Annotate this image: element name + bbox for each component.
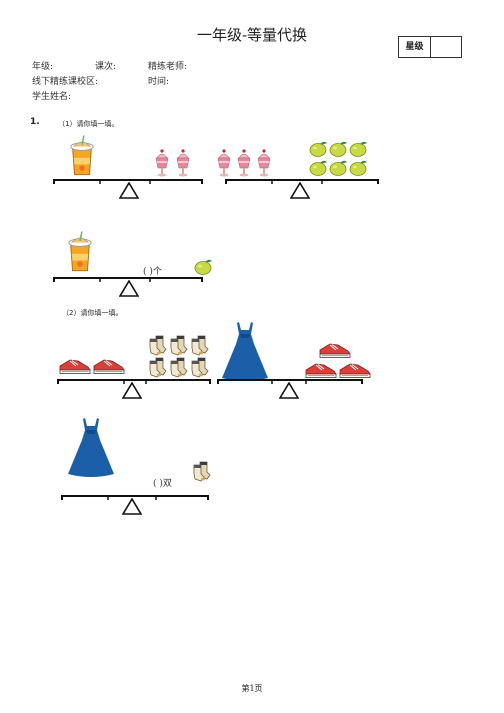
balance-scale-5 — [217, 322, 371, 399]
scale-fulcrum-icon — [119, 182, 139, 199]
blue-dress-icon — [222, 322, 268, 381]
sundae-cup-icon — [155, 148, 169, 178]
lesson-label: 课次: — [95, 62, 117, 72]
sock-pair-icon — [149, 357, 167, 378]
grade-label: 年级: — [32, 62, 54, 72]
scale-fulcrum-icon — [119, 280, 139, 297]
student-name-label: 学生姓名: — [32, 92, 72, 102]
page-number: 第1页 — [241, 684, 263, 693]
sneaker-icon — [305, 363, 337, 378]
part2-instruction: （2）请你填一填。 — [62, 309, 123, 317]
sock-pair-icon — [191, 335, 209, 356]
juice-cup-icon — [68, 230, 92, 272]
sundae-cup-icon — [237, 148, 251, 178]
part1-instruction: （1）请你填一填。 — [58, 120, 119, 128]
juice-cup-icon — [70, 134, 94, 176]
score-label: 星级 — [399, 37, 431, 57]
blue-dress-icon — [68, 418, 114, 477]
balance-scale-1 — [53, 134, 203, 199]
lemon-icon — [309, 160, 328, 176]
score-box: 星级 — [398, 36, 462, 58]
lemon-icon — [194, 259, 213, 275]
balance-scale-3 — [53, 230, 213, 297]
balance-scale-6 — [61, 418, 211, 515]
lemon-icon — [329, 160, 348, 176]
lemon-icon — [329, 141, 348, 157]
scale-fulcrum-icon — [279, 382, 299, 399]
sundae-cup-icon — [176, 148, 190, 178]
sock-pair-icon — [193, 461, 211, 482]
part1-answer-blank[interactable]: ( )个 — [143, 267, 162, 277]
sock-pair-icon — [170, 335, 188, 356]
sneaker-icon — [319, 343, 351, 358]
question-number: 1. — [30, 117, 40, 127]
sneaker-icon — [59, 359, 91, 374]
sock-pair-icon — [149, 335, 167, 356]
part2-answer-blank[interactable]: ( )双 — [153, 479, 172, 489]
balance-scale-4 — [57, 335, 211, 399]
sundae-cup-icon — [257, 148, 271, 178]
teacher-label: 精练老师: — [148, 62, 188, 72]
page-title: 一年级-等量代换 — [196, 26, 308, 44]
sneaker-icon — [93, 359, 125, 374]
sock-pair-icon — [170, 357, 188, 378]
sock-pair-icon — [191, 357, 209, 378]
scale-fulcrum-icon — [122, 382, 142, 399]
lemon-icon — [349, 141, 368, 157]
scale-fulcrum-icon — [122, 498, 142, 515]
sneaker-icon — [339, 363, 371, 378]
scale-fulcrum-icon — [290, 182, 310, 199]
balance-scale-2 — [217, 141, 379, 199]
campus-label: 线下精练课校区: — [32, 77, 99, 87]
sundae-cup-icon — [217, 148, 231, 178]
lemon-icon — [309, 141, 328, 157]
lemon-icon — [349, 160, 368, 176]
time-label: 时间: — [148, 77, 170, 87]
